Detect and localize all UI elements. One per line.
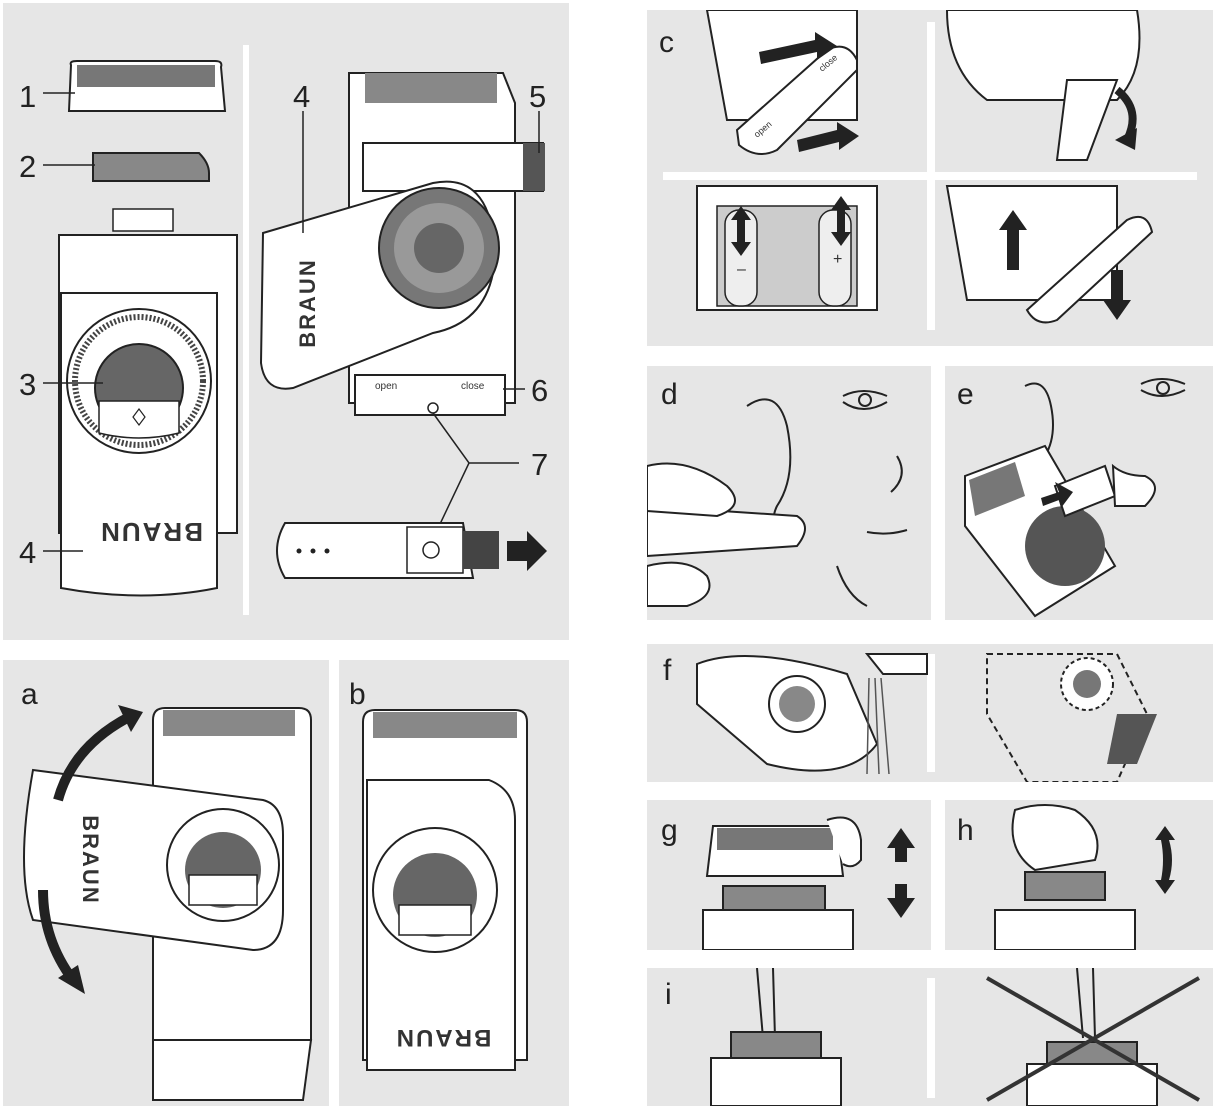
do-not-cross-icon <box>986 976 1200 1102</box>
arrow-left-icon <box>759 32 837 64</box>
step-h-drawing <box>994 804 1175 950</box>
step-d-panel: d <box>647 366 931 620</box>
cleaning-brush-illustration <box>276 522 547 579</box>
battery-minus-label: – <box>737 261 746 278</box>
step-e-panel: e <box>945 366 1213 620</box>
up-down-arrow-icon <box>1155 826 1175 894</box>
step-e-label: e <box>957 378 974 411</box>
step-g-drawing <box>702 816 915 950</box>
step-c-drawing: open close – + <box>663 10 1197 330</box>
arrow-up-icon <box>1041 482 1073 508</box>
battery-plus-label: + <box>833 251 842 268</box>
step-f-panel: f <box>647 644 1213 782</box>
part-number-1: 1 <box>19 79 37 114</box>
step-c-label: c <box>659 26 674 59</box>
step-g-panel: g <box>647 800 931 950</box>
arrow-down-icon <box>1103 270 1131 320</box>
step-b-panel: BRAUN b <box>339 660 569 1106</box>
svg-text:BRAUN: BRAUN <box>395 1024 492 1051</box>
parts-overview-panel: BRAUN BRAUN open close <box>3 3 569 640</box>
step-f-drawing <box>696 653 1157 782</box>
part-number-7: 7 <box>531 447 549 482</box>
shaver-foil-illustration <box>67 60 227 112</box>
step-c-panel: open close – + c <box>647 10 1213 346</box>
part-number-5: 5 <box>529 79 547 114</box>
step-e-drawing <box>964 378 1186 618</box>
step-b-drawing: BRAUN <box>362 709 528 1071</box>
step-a-label: a <box>21 678 38 711</box>
arrow-right-icon <box>797 122 859 152</box>
part-number-4-left: 4 <box>19 535 37 570</box>
arrow-right-icon <box>507 531 547 571</box>
rotate-arrow-up-icon <box>118 705 143 732</box>
step-i-panel: i <box>647 968 1213 1106</box>
svg-text:BRAUN: BRAUN <box>78 815 103 904</box>
up-down-arrow-icon <box>731 206 751 256</box>
step-a-panel: BRAUN a <box>3 660 329 1106</box>
part-number-2: 2 <box>19 149 37 184</box>
part-number-3: 3 <box>19 367 37 402</box>
rotate-arrow-icon <box>1115 128 1137 150</box>
step-f-label: f <box>663 654 672 687</box>
step-h-label: h <box>957 814 974 847</box>
svg-text:BRAUN: BRAUN <box>295 258 320 347</box>
step-d-label: d <box>661 378 678 411</box>
step-g-label: g <box>661 814 678 847</box>
switch-close-label: close <box>461 381 485 392</box>
step-h-panel: h <box>945 800 1213 950</box>
up-down-arrow-icon <box>831 196 851 246</box>
step-i-drawing <box>710 968 1200 1106</box>
cutter-block-illustration <box>92 152 210 182</box>
arrow-down-icon <box>887 884 915 918</box>
rotate-arrow-down-icon <box>58 965 85 994</box>
switch-open-label: open <box>375 381 397 392</box>
part-number-4-right: 4 <box>293 79 311 114</box>
step-i-label: i <box>665 978 672 1011</box>
shaver-with-cap-illustration: BRAUN open close <box>259 72 545 416</box>
brand-logo: BRAUN <box>99 517 203 547</box>
step-b-label: b <box>349 678 366 711</box>
shaver-body-illustration: BRAUN <box>58 208 238 597</box>
arrow-up-icon <box>887 828 915 862</box>
part-number-6: 6 <box>531 373 549 408</box>
parts-overview-drawing: BRAUN BRAUN open close <box>43 45 547 615</box>
step-a-drawing: BRAUN <box>23 705 313 1101</box>
arrow-up-icon <box>999 210 1027 270</box>
step-d-drawing <box>647 390 908 607</box>
